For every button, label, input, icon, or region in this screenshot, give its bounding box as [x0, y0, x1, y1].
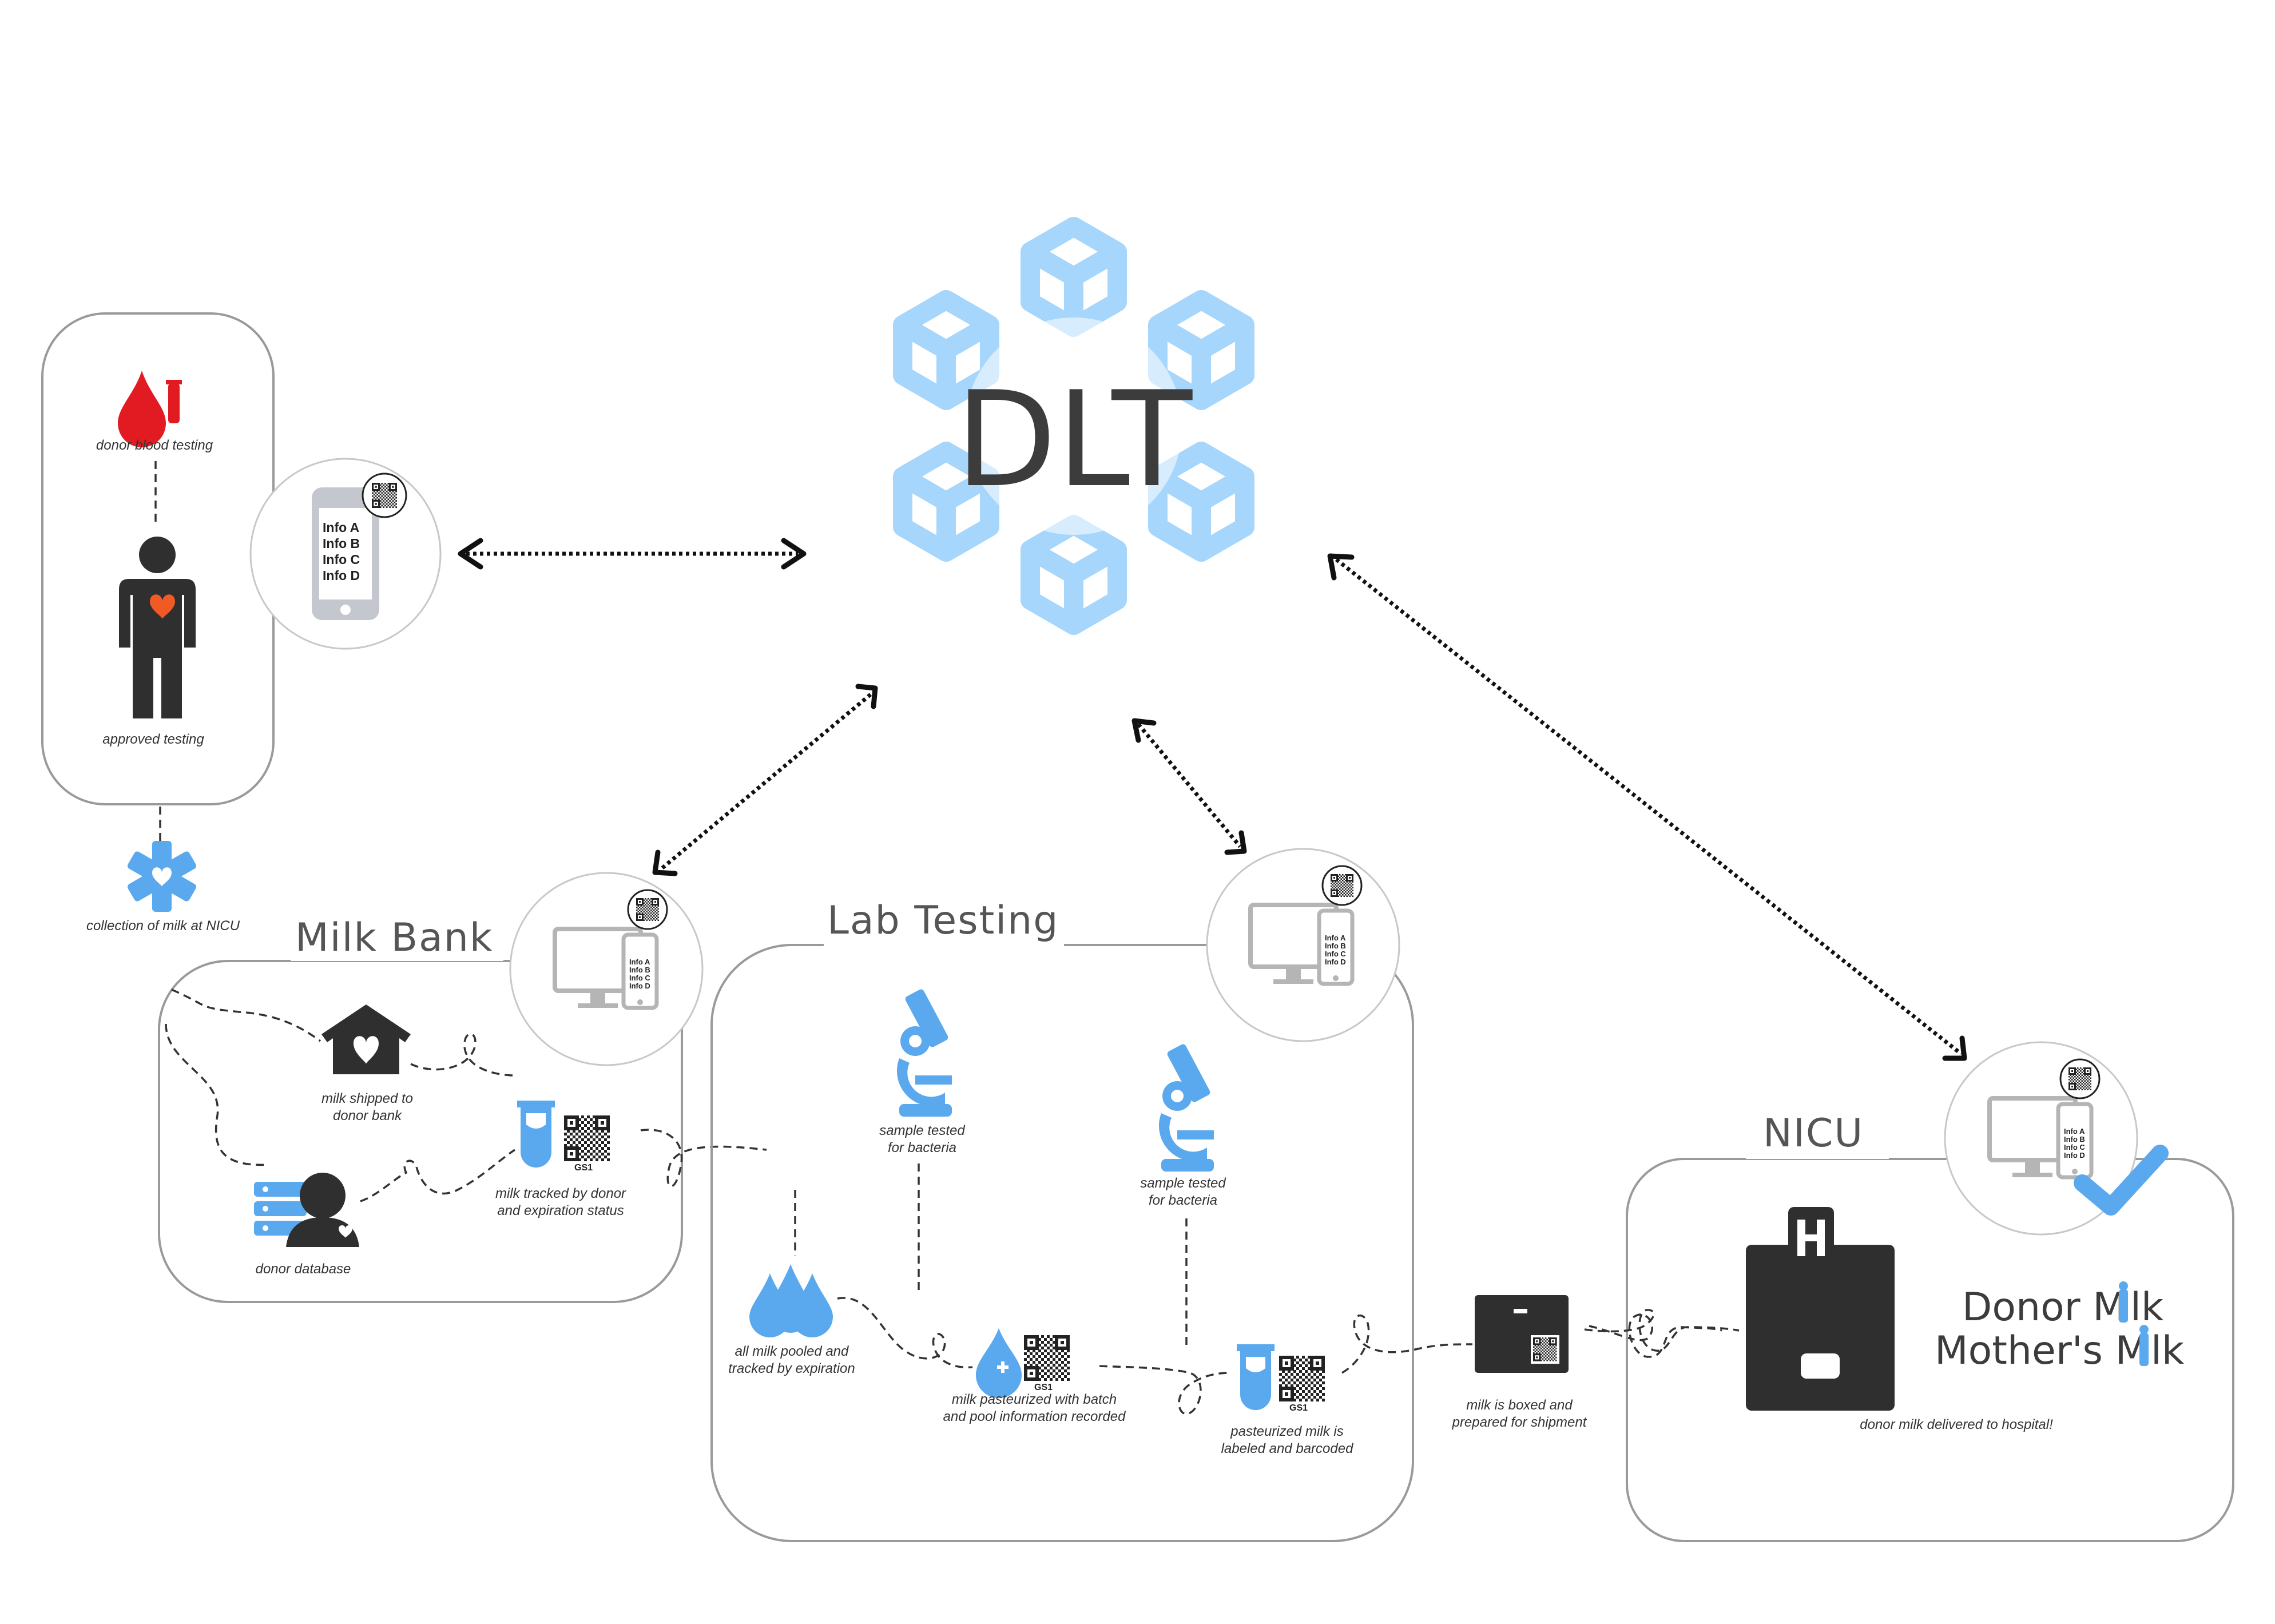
label-donor-blood-testing: donor blood testing	[96, 438, 213, 453]
label-pooled-1: all milk pooled and	[735, 1344, 849, 1359]
device-info-c: Info C	[2064, 1143, 2085, 1152]
label-boxed-2: prepared for shipment	[1452, 1415, 1587, 1430]
label-bacteria-a-1: sample tested	[879, 1123, 965, 1138]
label-pasteurized-1: milk pasteurized with batch	[952, 1392, 1117, 1407]
milk-tube-icon	[517, 1101, 555, 1168]
label-bacteria-a-2: for bacteria	[888, 1140, 956, 1156]
database-user-icon	[254, 1173, 359, 1247]
qr-gs1-label: GS1	[1034, 1383, 1053, 1392]
qr-code-icon	[1279, 1356, 1325, 1401]
checkmark-icon	[2074, 1145, 2169, 1216]
milk-bottle-icon	[2139, 1333, 2149, 1366]
qr-code-icon	[372, 483, 397, 508]
device-info-d: Info D	[1325, 958, 1346, 966]
microscope-icon	[896, 988, 952, 1117]
house-heart-icon	[321, 1004, 411, 1074]
label-labeled-1: pasteurized milk is	[1230, 1424, 1343, 1439]
lab-testing-title: Lab Testing	[827, 898, 1059, 943]
label-approved-testing: approved testing	[102, 732, 204, 747]
svg-text:Mother's M: Mother's M	[1935, 1328, 2149, 1373]
milk-bottle-icon	[2119, 1289, 2128, 1323]
device-info-a: Info A	[629, 958, 650, 966]
label-boxed-1: milk is boxed and	[1466, 1397, 1573, 1413]
label-shipped-1: milk shipped to	[321, 1091, 413, 1106]
milk-drop-icon	[976, 1328, 1022, 1398]
label-shipped-2: donor bank	[333, 1108, 403, 1123]
label-labeled-2: labeled and barcoded	[1221, 1441, 1354, 1456]
brand-line2-a: Mother's M	[1935, 1328, 2149, 1373]
svg-text:Donor M: Donor M	[1962, 1285, 2126, 1330]
milk-bank-device-circle	[509, 872, 704, 1066]
heart-icon	[150, 594, 175, 619]
lab-device-info: Info A Info B Info C Info D	[1325, 934, 1346, 966]
device-info-a: Info A	[1325, 934, 1346, 942]
qr-gs1-label: GS1	[574, 1163, 593, 1173]
qr-code-icon	[2068, 1067, 2091, 1090]
phone-info-b: Info B	[323, 536, 360, 551]
device-info-b: Info B	[1325, 942, 1346, 950]
phone-info-d: Info D	[323, 568, 360, 583]
label-bacteria-b-1: sample tested	[1140, 1176, 1226, 1191]
nicu-device-info: Info A Info B Info C Info D	[2064, 1127, 2085, 1160]
phone-info-c: Info C	[323, 552, 360, 567]
milk-drops-icon	[749, 1264, 833, 1337]
hospital-bag-icon	[1746, 1207, 1895, 1411]
label-pasteurized-2: and pool information recorded	[943, 1409, 1126, 1424]
device-info-c: Info C	[629, 974, 650, 982]
test-tube-icon	[166, 380, 182, 423]
milk-bank-device-info: Info A Info B Info C Info D	[629, 958, 650, 990]
brand-line2-b: lk	[2151, 1328, 2185, 1373]
device-info-a: Info A	[2064, 1127, 2085, 1135]
device-info-d: Info D	[2064, 1151, 2085, 1160]
milk-tube-icon	[1237, 1344, 1275, 1410]
device-info-c: Info C	[1325, 950, 1346, 958]
qr-code-icon	[1024, 1335, 1070, 1381]
label-pooled-2: tracked by expiration	[728, 1361, 855, 1376]
phone-info-a: Info A	[323, 520, 359, 535]
qr-code-icon	[564, 1115, 610, 1161]
qr-gs1-label: GS1	[1289, 1403, 1308, 1413]
medical-star-icon	[128, 841, 196, 912]
lab-device-circle	[1206, 848, 1400, 1042]
milk-bank-title: Milk Bank	[295, 915, 493, 960]
label-bacteria-b-2: for bacteria	[1149, 1193, 1217, 1208]
device-info-b: Info B	[2064, 1135, 2085, 1143]
label-tracked-1: milk tracked by donor	[495, 1186, 626, 1201]
blood-drop-icon	[118, 371, 166, 447]
dlt-link-arrows	[458, 538, 1967, 1061]
microscope-icon	[1158, 1043, 1214, 1172]
brand-line1-a: Donor M	[1962, 1285, 2126, 1330]
label-tracked-2: and expiration status	[497, 1203, 624, 1218]
dlt-network-icon	[903, 227, 1245, 625]
smartphone-icon: Info A Info B Info C Info D	[312, 487, 379, 620]
device-info-d: Info D	[629, 982, 650, 990]
nicu-title: NICU	[1763, 1111, 1864, 1156]
label-donor-database: donor database	[256, 1261, 351, 1277]
device-info-b: Info B	[629, 966, 650, 974]
qr-code-icon	[1331, 874, 1353, 897]
label-delivered: donor milk delivered to hospital!	[1860, 1417, 2053, 1432]
qr-code-icon	[1533, 1337, 1557, 1361]
brand-line1-b: lk	[2130, 1285, 2164, 1330]
qr-code-icon	[636, 898, 659, 921]
person-icon	[119, 537, 196, 718]
dlt-title: DLT	[955, 364, 1193, 517]
brand-logo: Donor M lk Mother's M lk	[1935, 1281, 2185, 1373]
svg-text:lk: lk	[2130, 1285, 2164, 1330]
label-collection-nicu: collection of milk at NICU	[86, 918, 240, 934]
nicu-panel	[1626, 1158, 2234, 1542]
box-icon	[1475, 1295, 1569, 1373]
svg-text:lk: lk	[2151, 1328, 2185, 1373]
